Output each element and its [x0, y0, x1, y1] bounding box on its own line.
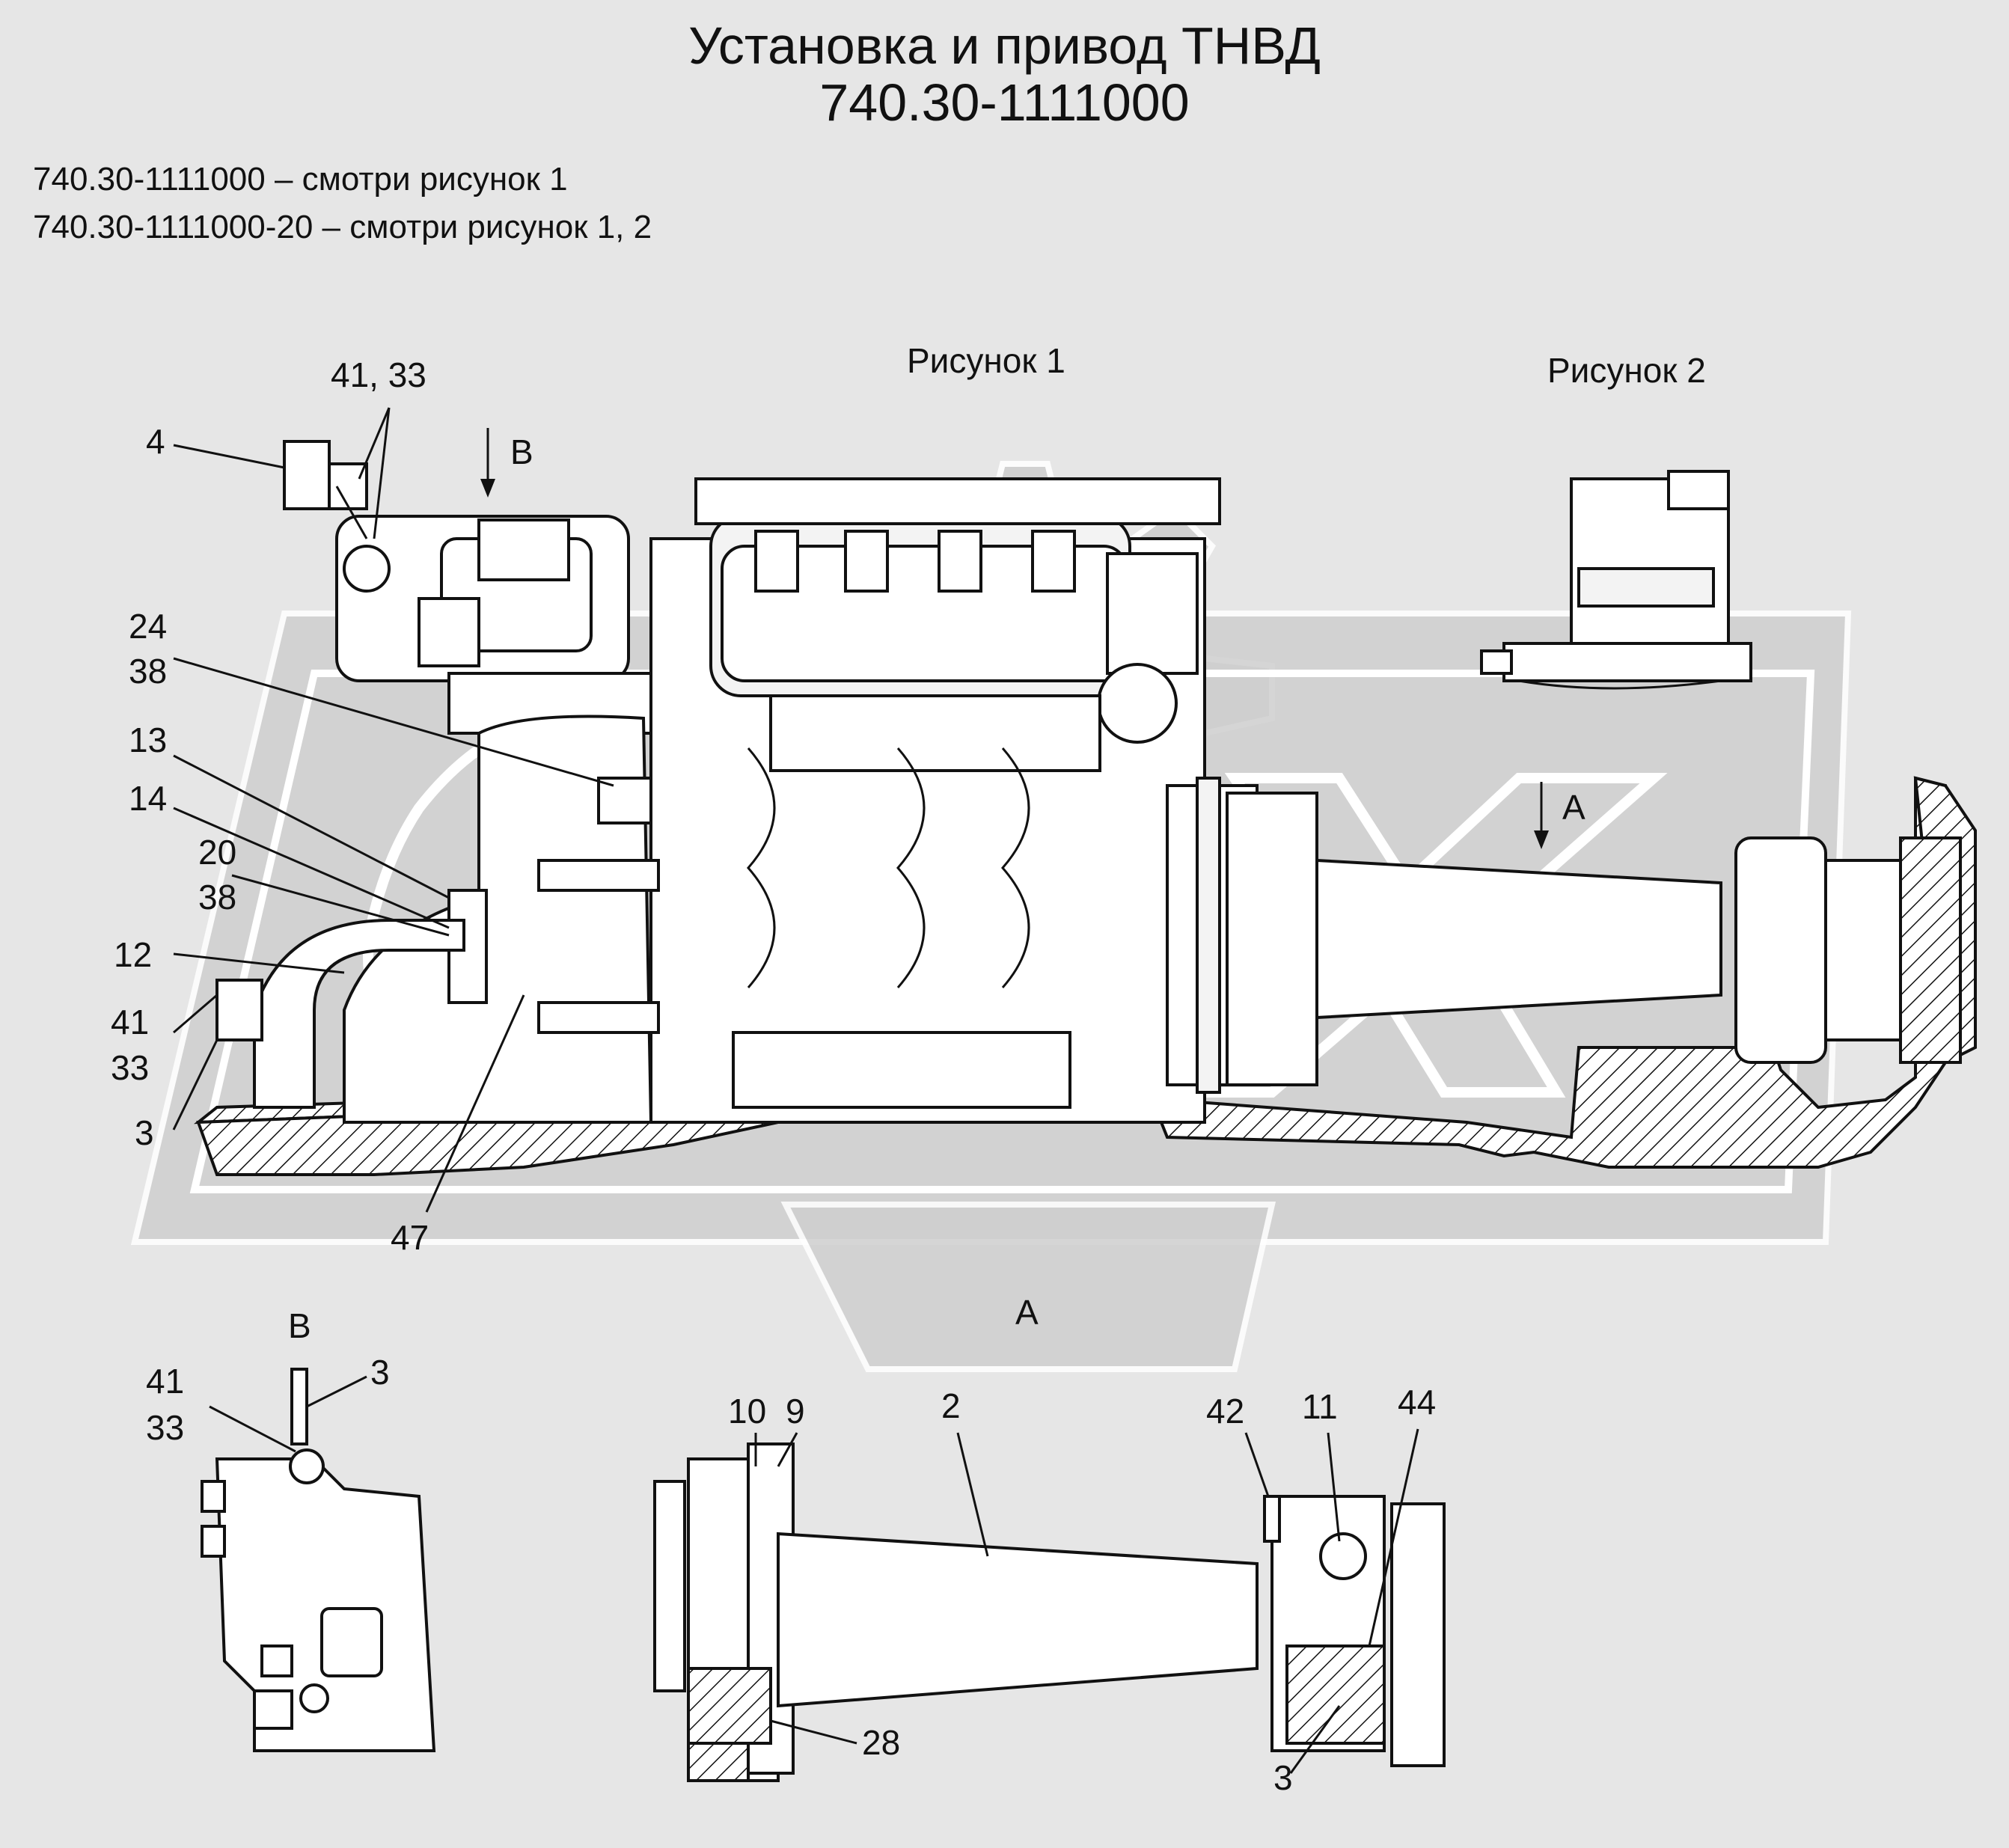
view-b-title: В — [288, 1306, 311, 1345]
callout-41-left: 41 — [111, 1003, 150, 1041]
callout-20: 20 — [198, 833, 237, 872]
callout-41-33-top: 41, 33 — [331, 355, 426, 394]
callout-11: 11 — [1302, 1387, 1338, 1426]
callout-38-lower: 38 — [198, 878, 237, 917]
callout-9: 9 — [786, 1392, 805, 1431]
callout-42: 42 — [1206, 1392, 1245, 1431]
view-b-detail — [201, 1368, 436, 1752]
drawing-title: Установка и привод ТНВД — [688, 16, 1321, 75]
callout-28: 28 — [862, 1723, 901, 1762]
callout-4: 4 — [146, 422, 165, 461]
callout-24: 24 — [129, 607, 168, 646]
fuel-pump-assembly — [649, 477, 1221, 1124]
leader-lines — [172, 407, 1419, 1774]
callout-44: 44 — [1398, 1383, 1437, 1422]
figure-2-caption: Рисунок 2 — [1547, 351, 1706, 390]
variant-note-2: 740.30-1111000-20 – смотри рисунок 1, 2 — [33, 209, 652, 245]
callout-10: 10 — [728, 1392, 767, 1431]
figure-1-caption: Рисунок 1 — [907, 341, 1065, 380]
view-arrows — [480, 428, 1549, 849]
callout-38-upper: 38 — [129, 652, 168, 691]
callout-13: 13 — [129, 720, 168, 759]
callout-3-view-a: 3 — [1273, 1758, 1293, 1797]
delivery-valve-row — [754, 530, 1076, 593]
callout-3-left: 3 — [135, 1113, 154, 1152]
callout-47: 47 — [391, 1218, 429, 1257]
callout-3-view-b: 3 — [370, 1353, 390, 1392]
view-a-title: А — [1015, 1293, 1039, 1332]
callout-41-view-b: 41 — [146, 1362, 185, 1401]
view-a-detail — [653, 1442, 1446, 1782]
figure-2-unit — [1480, 470, 1752, 690]
callout-12: 12 — [114, 935, 153, 974]
drive-coupling — [1166, 777, 1902, 1094]
drive-housing — [215, 715, 660, 1124]
view-a-marker: А — [1562, 788, 1586, 827]
callout-33-view-b: 33 — [146, 1408, 185, 1447]
variant-note-1: 740.30-1111000 – смотри рисунок 1 — [33, 161, 568, 198]
callout-33-left: 33 — [111, 1048, 150, 1087]
view-b-marker: В — [510, 432, 533, 471]
callout-14: 14 — [129, 779, 168, 818]
callout-2: 2 — [941, 1386, 961, 1425]
drawing-number: 740.30-1111000 — [819, 73, 1190, 132]
